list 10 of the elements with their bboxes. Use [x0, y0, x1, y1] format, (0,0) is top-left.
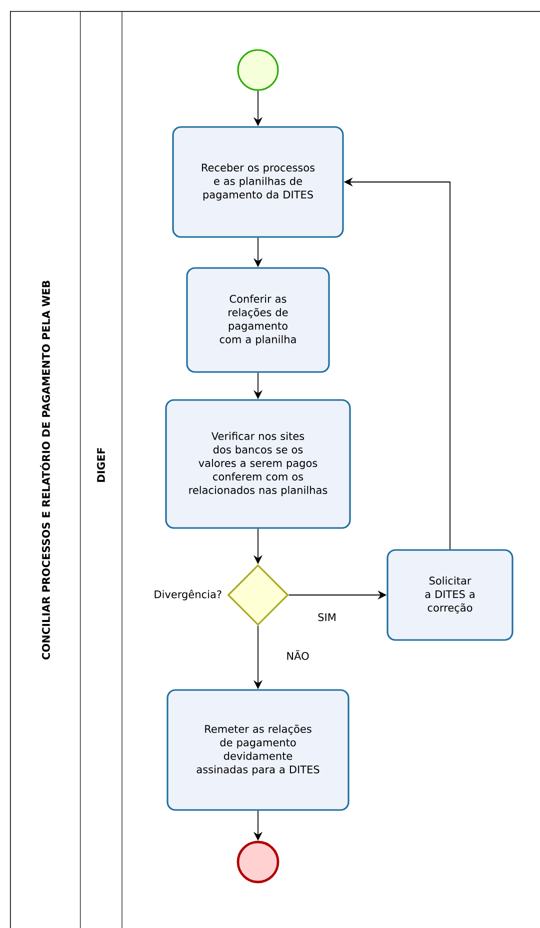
task-box: Remeter as relações de pagamento devidamente assinadas para a DITES: [166, 689, 350, 811]
decision-label: Divergência?: [154, 590, 222, 600]
task-box: Verificar nos sites dos bancos se os valores a serem pagos conferem com os relacionados nas planilhas: [165, 399, 351, 529]
task-box: Receber os processos e as planilhas de pagamento da DITES: [172, 126, 344, 238]
start-event-circle: [237, 49, 279, 91]
task-box: Solicitar a DITES a correção: [386, 549, 514, 641]
edge-label: SIM: [318, 613, 336, 622]
task-box: Conferir as relações de pagamento com a planilha: [186, 267, 330, 373]
end-event-circle: [236, 840, 280, 884]
edge-label: NÃO: [287, 650, 309, 660]
